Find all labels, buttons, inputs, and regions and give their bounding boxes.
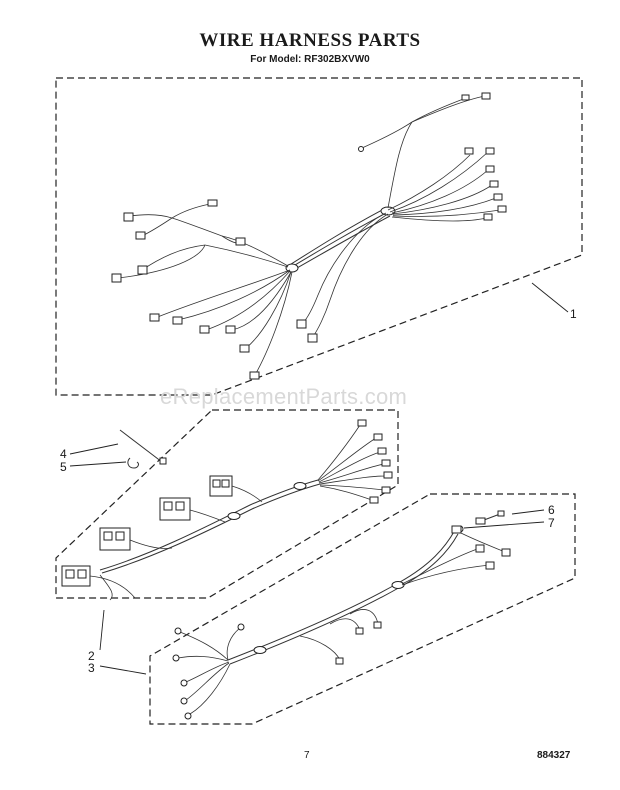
panel-2-outline [55,409,399,599]
diagram-title: WIRE HARNESS PARTS [199,30,421,51]
leader-2 [99,609,105,651]
leader-3 [99,665,147,675]
terminal-part-6 [475,510,505,525]
harness-3-assembly [172,525,511,720]
panel-3-outline [149,493,576,725]
leader-7 [463,521,545,529]
panel-1-outline [55,77,583,396]
document-number: 884327 [537,750,571,761]
harness-2-assembly [61,419,393,601]
connector-block-c [99,527,131,551]
main-wire-harness [111,92,507,380]
callout-4: 4 [60,447,67,461]
leader-4 [69,443,119,455]
callout-3: 3 [88,661,95,675]
connector-block-b [159,497,191,521]
wire-tie-part [119,429,167,465]
harness-panel-2: 4 5 [55,409,399,601]
leader-1 [531,282,569,313]
leader-6 [511,509,545,515]
callout-6: 6 [548,503,555,517]
terminal-part-7 [451,525,462,534]
connector-block-a [209,475,233,497]
watermark: eReplacementParts.com [160,384,408,409]
harness-panel-3: 6 7 [149,493,576,725]
callout-1: 1 [570,307,577,321]
callout-7: 7 [548,516,555,530]
wire-clip-part [127,457,139,469]
callout-2: 2 [88,649,95,663]
connector-block-d [61,565,91,587]
model-subtitle: For Model: RF302BXVW0 [250,54,370,65]
page-number: 7 [304,750,310,761]
harness-panel-1: 1 [55,77,583,396]
leader-5 [69,461,127,467]
callout-5: 5 [60,460,67,474]
